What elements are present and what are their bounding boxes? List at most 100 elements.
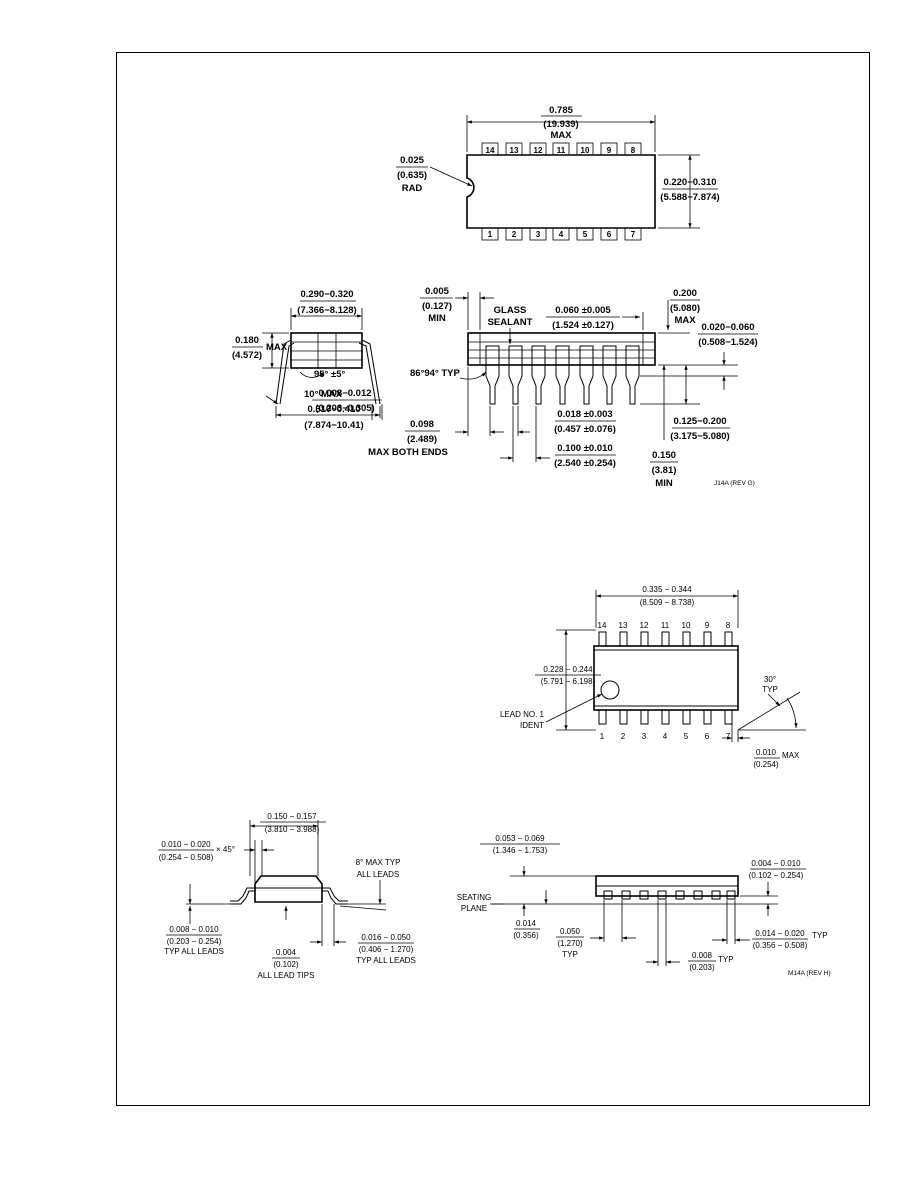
dip-pin-number: 2 [512,230,517,239]
dim-value: 0.228 − 0.244 [543,665,593,674]
dim-note: TYP [562,950,578,959]
angle-label: 86°94° TYP [410,368,461,379]
dim-note: TYP [812,931,828,940]
dim-value: 0.005 [425,286,449,297]
soic-pin-number: 4 [663,732,668,741]
dim-metric: (0.254) [753,760,779,769]
dip-pin-number: 5 [583,230,588,239]
soic-side-view: 0.053 − 0.069 (1.346 − 1.753) SEATING PL… [457,834,831,977]
angle-label: 30° [764,675,776,684]
dim-metric: (0.203) [689,963,715,972]
dim-value: 0.010 − 0.020 [161,840,211,849]
dim-note: MAX [674,315,696,326]
dim-metric: (2.489) [407,434,437,445]
dip-top-pin-boxes [481,142,642,241]
dim-value: 0.008 [692,951,713,960]
soic-pin-number: 5 [684,732,689,741]
dim-metric: (0.508−1.524) [698,337,757,348]
soic-pin-number: 12 [640,621,649,630]
dip-side-leads [485,345,640,405]
dim-note: TYP ALL LEADS [356,956,416,965]
dim-value: 0.050 [560,927,581,936]
dim-metric: (0.457 ±0.076) [554,424,616,435]
soic-pin-number: 8 [726,621,731,630]
callout-label: GLASS [494,305,527,316]
dim-value: 0.016 − 0.050 [361,933,411,942]
dim-value: 0.125−0.200 [673,416,726,427]
dim-metric: (0.203 − 0.254) [167,937,222,946]
dim-metric: (4.572) [232,350,262,361]
soic-pin-number: 10 [682,621,691,630]
soic-pin-number: 13 [619,621,628,630]
dim-value: 0.004 [276,948,297,957]
dip-pin-number: 4 [559,230,564,239]
dim-note: MAX [550,130,572,141]
dip-pin-number: 14 [486,146,495,155]
callout-label: SEALANT [488,317,533,328]
dim-value: 0.100 ±0.010 [557,443,612,454]
dim-value: 0.004 − 0.010 [751,859,801,868]
dim-metric: (0.356) [513,931,539,940]
dip-pin-number: 8 [631,146,636,155]
dip-top-view: 14 13 12 11 10 9 8 1 2 3 4 5 6 7 0.785 (… [396,105,720,241]
dip-pin-number: 1 [488,230,493,239]
soic-pin-number: 1 [600,732,605,741]
dim-note: × 45° [216,845,235,854]
dim-note: MIN [428,313,446,324]
dim-value: 0.290−0.320 [300,289,353,300]
soic-top-leads [598,631,733,725]
dip-pin-number: 3 [536,230,541,239]
dim-metric: (7.366−8.128) [297,305,356,316]
soic-pin-number: 11 [661,621,670,630]
dim-metric: (19.939) [543,119,578,130]
dim-note: MAX [782,751,800,760]
dim-metric: (1.524 ±0.127) [552,320,614,331]
dip-pin-number: 13 [510,146,519,155]
dim-note: MAX BOTH ENDS [368,447,448,458]
soic-pin-number: 2 [621,732,626,741]
dim-value: 0.310−0.410 [307,404,360,415]
soic-side-leads [603,890,736,900]
drawing-reference: J14A (REV G) [714,480,755,487]
callout-label: IDENT [520,721,544,730]
dim-metric: (8.509 − 8.738) [640,598,695,607]
dim-value: 0.008 − 0.010 [169,925,219,934]
dim-value: 0.018 ±0.003 [557,409,612,420]
dim-value: 0.060 ±0.005 [555,305,611,316]
dim-value: 0.098 [410,419,434,430]
soic-end-view: 0.150 − 0.157 (3.810 − 3.988) 0.010 − 0.… [158,812,416,980]
dim-metric: (0.406 − 1.270) [359,945,414,954]
dim-metric: (5.791 − 6.198) [541,677,596,686]
dim-note: RAD [402,183,423,194]
soic-pin-number: 7 [726,732,731,741]
dim-metric: (0.254 − 0.508) [159,853,214,862]
dim-value: 0.200 [673,288,697,299]
dim-metric: (3.810 − 3.988) [265,825,320,834]
dim-value: 0.150 − 0.157 [267,812,317,821]
soic-pin-number: 6 [705,732,710,741]
dip-pin-number: 7 [631,230,636,239]
callout-label: SEATING [457,893,492,902]
dim-value: 0.020−0.060 [701,322,754,333]
dim-metric: (0.203−0.305) [315,403,374,414]
dim-value: 0.014 [516,919,537,928]
angle-label: 8° MAX TYP [356,858,401,867]
dip-pin-number: 11 [557,146,566,155]
angle-note: TYP [762,685,778,694]
dim-value: 0.220−0.310 [663,177,716,188]
dim-value: 0.008−0.012 [318,388,371,399]
callout-label: PLANE [461,904,487,913]
dip-side-view: 0.005 (0.127) MIN GLASS SEALANT 0.060 ±0… [368,286,758,489]
dim-metric: (0.356 − 0.508) [753,941,808,950]
dim-value: 0.150 [652,450,676,461]
dim-value: 0.335 − 0.344 [642,585,692,594]
dim-value: 0.053 − 0.069 [495,834,545,843]
dip-pin-number: 6 [607,230,612,239]
dim-value: 0.180 [235,335,259,346]
dim-note: MIN [655,478,673,489]
drawing-sheet-border [116,52,870,1106]
dim-metric: (0.127) [422,301,452,312]
angle-label: 95° ±5° [314,369,346,380]
dim-value: 0.025 [400,155,424,166]
